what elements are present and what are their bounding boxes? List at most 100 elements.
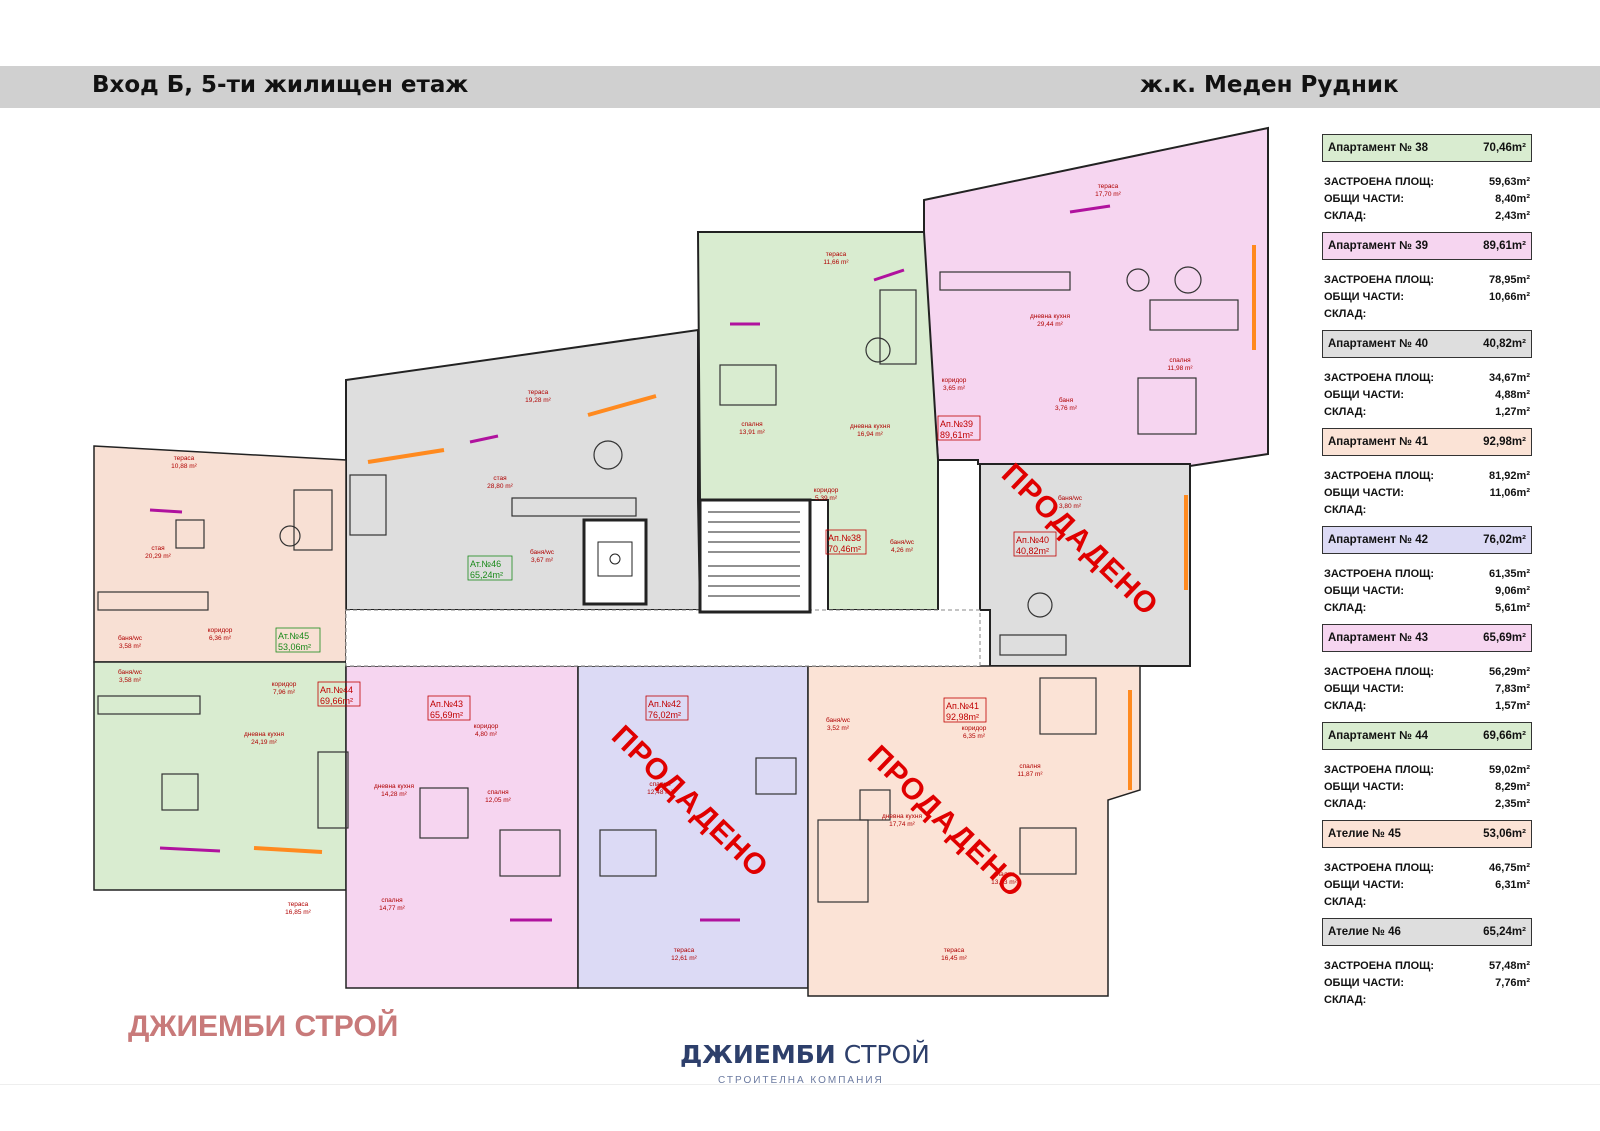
legend-unit-row: ОБЩИ ЧАСТИ: 9,06m² (1322, 583, 1532, 600)
legend-row-value: 59,02m² (1489, 764, 1530, 776)
legend-row-label: ЗАСТРОЕНА ПЛОЩ: (1324, 862, 1435, 874)
floor-plan: Ап.№38 70,46m² Ап.№39 89,61m² Ап.№40 40,… (93, 126, 1269, 997)
footer-brand-light: СТРОЙ (843, 1040, 930, 1069)
legend-row-value: 78,95m² (1489, 274, 1530, 286)
footer-subtitle: СТРОИТЕЛНА КОМПАНИЯ (718, 1075, 884, 1086)
room-area: 5,39 m² (815, 495, 838, 502)
apt-39-area: 89,61m² (940, 430, 973, 440)
room-area: 12,05 m² (485, 797, 511, 804)
legend-row-value: 57,48m² (1489, 960, 1530, 972)
legend-row-value: 34,67m² (1489, 372, 1530, 384)
legend-unit-row: СКЛАД: (1322, 894, 1532, 911)
footer-logo: ДЖИЕМБИ СТРОЙ (680, 1040, 930, 1069)
room-name: дневна кухня (850, 423, 890, 430)
apt-38-area: 70,46m² (828, 544, 861, 554)
room-area: 4,26 m² (891, 547, 914, 554)
room-name: коридор (962, 725, 987, 732)
room-name: тераса (174, 455, 195, 462)
legend-row-value: 8,29m² (1495, 781, 1530, 793)
legend-row-value: 11,06m² (1489, 487, 1530, 499)
zone-apartment-39[interactable] (923, 126, 1269, 468)
legend-unit-row: ЗАСТРОЕНА ПЛОЩ: 78,95m² (1322, 272, 1532, 289)
room-name: дневна кухня (1030, 313, 1070, 320)
legend-row-value: 7,76m² (1495, 977, 1530, 989)
legend-unit-row: СКЛАД: (1322, 502, 1532, 519)
legend-unit-row: ЗАСТРОЕНА ПЛОЩ: 34,67m² (1322, 370, 1532, 387)
legend-unit-header: Апартамент № 39 89,61m² (1322, 232, 1532, 260)
legend-row-label: ЗАСТРОЕНА ПЛОЩ: (1324, 372, 1435, 384)
legend-unit-rows: ЗАСТРОЕНА ПЛОЩ: 46,75m² ОБЩИ ЧАСТИ: 6,31… (1322, 860, 1532, 911)
unit-legend: Апартамент № 38 70,46m² ЗАСТРОЕНА ПЛОЩ: … (1322, 134, 1532, 1016)
room-name: дневна кухня (374, 783, 414, 790)
room-name: спалня (649, 781, 671, 788)
legend-unit-row: ОБЩИ ЧАСТИ: 10,66m² (1322, 289, 1532, 306)
apt-42-label: Ап.№42 (648, 699, 681, 709)
legend-row-value: 61,35m² (1489, 568, 1530, 580)
legend-unit-title: Апартамент № 42 (1328, 534, 1429, 546)
room-area: 19,28 m² (525, 397, 551, 404)
legend-row-value: 1,27m² (1495, 406, 1530, 418)
apt-44-label: Ап.№44 (320, 685, 353, 695)
legend-row-value: 59,63m² (1489, 176, 1530, 188)
legend-row-label: ОБЩИ ЧАСТИ: (1324, 487, 1404, 499)
room-name: дневна кухня (244, 731, 284, 738)
legend-row-value: 8,40m² (1495, 193, 1530, 205)
room-name: тераса (288, 901, 309, 908)
legend-unit-row: СКЛАД: (1322, 306, 1532, 323)
legend-row-label: ЗАСТРОЕНА ПЛОЩ: (1324, 666, 1435, 678)
apt-43-area: 65,69m² (430, 710, 463, 720)
legend-unit-row: ЗАСТРОЕНА ПЛОЩ: 57,48m² (1322, 958, 1532, 975)
room-name: тераса (1098, 183, 1119, 190)
legend-row-value: 7,83m² (1495, 683, 1530, 695)
legend-unit-header: Ателие № 45 53,06m² (1322, 820, 1532, 848)
room-name: спалня (1019, 763, 1041, 770)
legend-row-value: 2,43m² (1495, 210, 1530, 222)
legend-unit-rows: ЗАСТРОЕНА ПЛОЩ: 56,29m² ОБЩИ ЧАСТИ: 7,83… (1322, 664, 1532, 715)
legend-unit-area: 65,24m² (1483, 926, 1526, 938)
room-area: 11,87 m² (1017, 771, 1043, 778)
legend-row-label: ЗАСТРОЕНА ПЛОЩ: (1324, 960, 1435, 972)
legend-row-label: СКЛАД: (1324, 406, 1367, 418)
legend-row-value: 10,66m² (1489, 291, 1530, 303)
room-area: 3,80 m² (1059, 503, 1082, 510)
legend-row-label: СКЛАД: (1324, 210, 1367, 222)
room-name: дневна кухня (882, 813, 922, 820)
room-area: 14,28 m² (381, 791, 407, 798)
room-name: тераса (528, 389, 549, 396)
apt-44-area: 69,66m² (320, 696, 353, 706)
zone-apartment-41[interactable] (807, 665, 1141, 997)
legend-unit-rows: ЗАСТРОЕНА ПЛОЩ: 61,35m² ОБЩИ ЧАСТИ: 9,06… (1322, 566, 1532, 617)
room-area: 3,65 m² (943, 385, 966, 392)
legend-unit-area: 69,66m² (1483, 730, 1526, 742)
room-area: 3,58 m² (119, 643, 142, 650)
room-area: 24,19 m² (251, 739, 277, 746)
common-corridor (345, 609, 981, 667)
legend-unit-header: Апартамент № 40 40,82m² (1322, 330, 1532, 358)
legend-row-label: СКЛАД: (1324, 308, 1367, 320)
legend-row-label: СКЛАД: (1324, 602, 1367, 614)
elevator (582, 518, 648, 606)
legend-row-value: 1,57m² (1495, 700, 1530, 712)
legend-row-value: 46,75m² (1489, 862, 1530, 874)
room-area: 12,48 m² (647, 789, 673, 796)
legend-unit-row: ОБЩИ ЧАСТИ: 7,76m² (1322, 975, 1532, 992)
watermark-text: ДЖИЕМБИ СТРОЙ (128, 1010, 399, 1043)
room-name: коридор (942, 377, 967, 384)
legend-row-value: 56,29m² (1489, 666, 1530, 678)
legend-row-label: ОБЩИ ЧАСТИ: (1324, 389, 1404, 401)
room-name: баня/wc (1058, 494, 1083, 502)
legend-unit: Ателие № 46 65,24m² ЗАСТРОЕНА ПЛОЩ: 57,4… (1322, 918, 1532, 1016)
room-name: коридор (814, 487, 839, 494)
legend-unit: Апартамент № 41 92,98m² ЗАСТРОЕНА ПЛОЩ: … (1322, 428, 1532, 526)
legend-unit-title: Апартамент № 40 (1328, 338, 1429, 350)
legend-unit-row: ОБЩИ ЧАСТИ: 7,83m² (1322, 681, 1532, 698)
legend-unit-area: 40,82m² (1483, 338, 1526, 350)
room-area: 3,67 m² (531, 557, 554, 564)
legend-unit: Ателие № 45 53,06m² ЗАСТРОЕНА ПЛОЩ: 46,7… (1322, 820, 1532, 918)
room-name: стая (151, 545, 165, 552)
room-name: баня/wc (530, 548, 555, 556)
legend-unit-title: Апартамент № 39 (1328, 240, 1429, 252)
legend-unit-area: 76,02m² (1483, 534, 1526, 546)
legend-row-label: ЗАСТРОЕНА ПЛОЩ: (1324, 470, 1435, 482)
legend-row-label: СКЛАД: (1324, 700, 1367, 712)
